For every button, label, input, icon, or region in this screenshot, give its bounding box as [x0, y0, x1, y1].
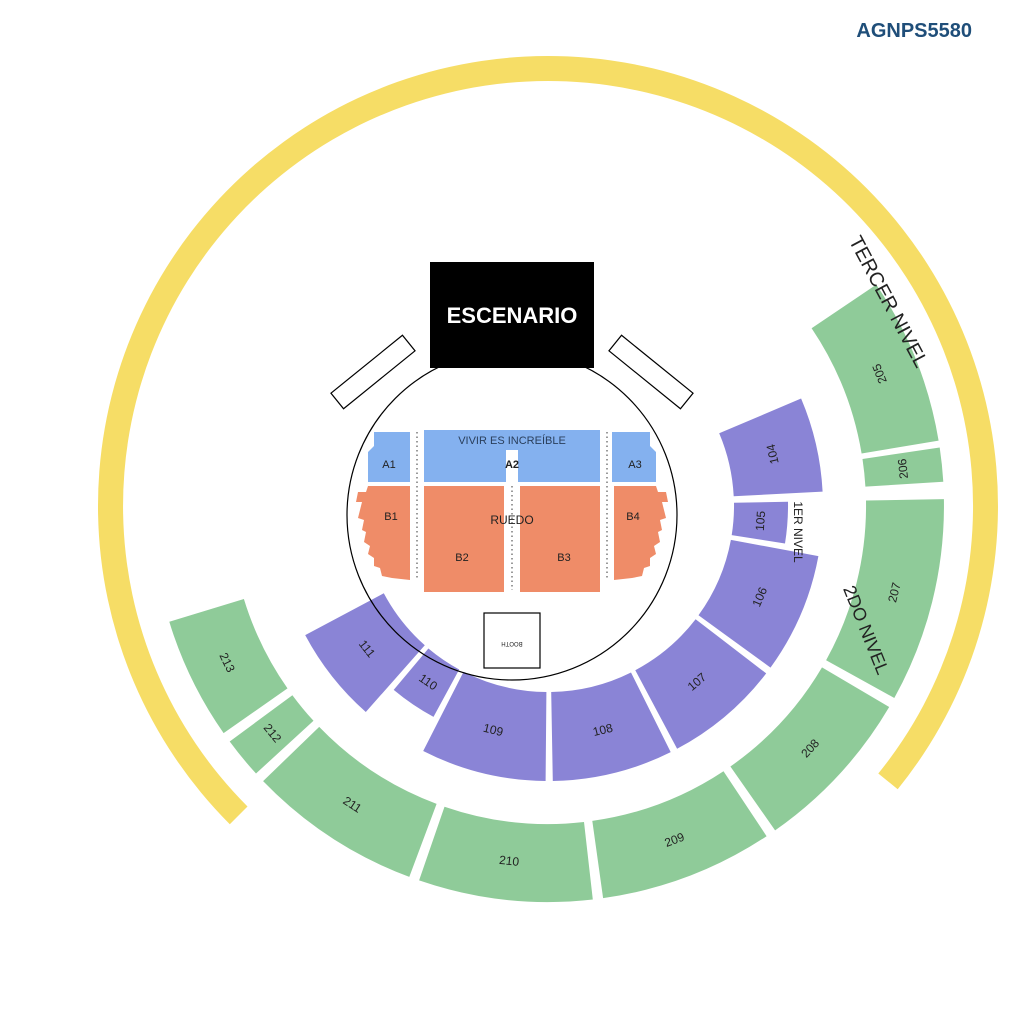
section-105[interactable]	[731, 501, 789, 544]
map-code: AGNPS5580	[856, 20, 972, 42]
section-108[interactable]	[551, 672, 671, 782]
section-109[interactable]	[423, 671, 547, 781]
third-level-ring[interactable]	[97, 55, 998, 825]
banner-label: VIVIR ES INCREÍBLE	[458, 434, 566, 447]
section-label-108: 108	[591, 721, 614, 739]
stage-wing-left	[330, 334, 416, 410]
section-label-105: 105	[753, 510, 768, 531]
section-label-207: 207	[885, 581, 904, 604]
section-label-104: 104	[763, 442, 781, 465]
section-label-B2: B2	[455, 552, 468, 564]
section-111[interactable]	[305, 593, 425, 712]
section-208[interactable]	[730, 667, 890, 831]
booth-label: BOOTH	[501, 640, 522, 646]
section-206[interactable]	[862, 447, 944, 487]
floor-label: RUEDO	[490, 513, 533, 527]
section-207[interactable]	[826, 499, 944, 698]
section-label-210: 210	[498, 853, 520, 869]
section-211[interactable]	[263, 726, 437, 877]
level-label-first: 1ER NIVEL	[791, 501, 805, 563]
section-label-A3: A3	[628, 459, 641, 471]
section-212[interactable]	[229, 695, 314, 774]
section-label-A2: A2	[505, 459, 519, 471]
section-205[interactable]	[811, 284, 939, 454]
section-A3[interactable]	[612, 432, 656, 482]
section-B4[interactable]	[614, 486, 668, 580]
section-B1[interactable]	[356, 486, 410, 580]
booth	[483, 612, 541, 669]
section-110[interactable]	[393, 648, 460, 717]
section-210[interactable]	[419, 806, 593, 903]
section-label-205: 205	[869, 362, 890, 386]
section-label-B1: B1	[384, 511, 397, 523]
stage	[430, 262, 594, 368]
section-label-B4: B4	[626, 511, 639, 523]
section-107[interactable]	[635, 619, 767, 749]
section-213[interactable]	[169, 599, 288, 734]
stage-label: ESCENARIO	[447, 303, 578, 328]
section-104[interactable]	[719, 398, 823, 497]
stage-wing-right	[608, 334, 694, 410]
section-label-A1: A1	[382, 459, 395, 471]
aisle-center-a	[506, 450, 518, 482]
section-B3[interactable]	[520, 486, 600, 592]
section-label-B3: B3	[557, 552, 570, 564]
section-label-206: 206	[895, 458, 911, 480]
section-B2[interactable]	[424, 486, 504, 592]
section-label-109: 109	[482, 721, 505, 739]
section-A1[interactable]	[368, 432, 410, 482]
section-label-209: 209	[663, 830, 687, 850]
section-209[interactable]	[592, 771, 767, 899]
section-106[interactable]	[698, 539, 819, 668]
